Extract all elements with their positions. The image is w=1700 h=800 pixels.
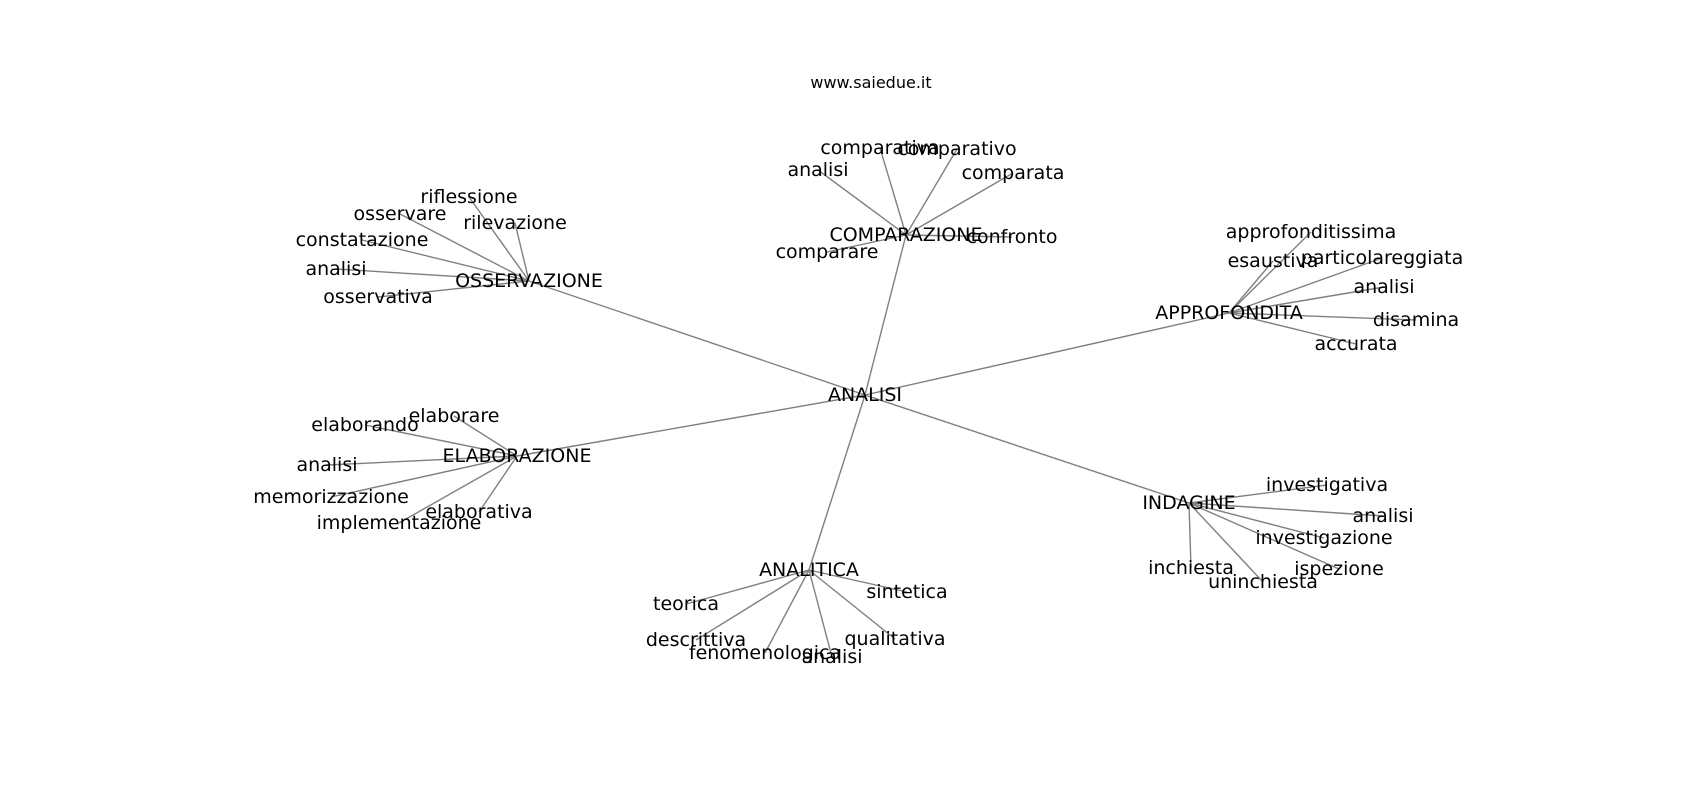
edge-branch-to-leaf	[361, 239, 530, 282]
branch-node-label: COMPARAZIONE	[829, 224, 982, 246]
edge-branch-to-leaf	[1228, 286, 1385, 314]
root-node-label: ANALISI	[828, 384, 902, 406]
edge-branch-to-leaf	[453, 415, 518, 457]
leaf-node-label: particolareggiata	[1301, 247, 1463, 269]
leaf-node-label: elaborando	[311, 414, 418, 436]
edge-branch-to-leaf	[330, 455, 518, 498]
edge-branch-to-leaf	[1228, 257, 1383, 314]
leaf-node-label: fenomenologica	[689, 642, 841, 664]
edge-branch-to-leaf	[478, 455, 518, 513]
leaf-node-label: analisi	[296, 454, 357, 476]
edge-branch-to-leaf	[1228, 312, 1357, 345]
leaf-node-label: approfonditissima	[1226, 221, 1396, 243]
leaf-node-label: investigativa	[1266, 474, 1388, 496]
leaf-node-label: rilevazione	[463, 212, 567, 234]
edge-branch-to-leaf	[826, 234, 907, 253]
edge-branch-to-leaf	[377, 280, 530, 298]
edge-branch-to-leaf	[685, 569, 810, 605]
edge-branch-to-leaf	[1188, 502, 1264, 583]
edge-root-to-branch	[864, 234, 907, 396]
edges-layer	[326, 147, 1417, 658]
leaf-node-label: analisi	[1352, 505, 1413, 527]
leaf-node-label: analisi	[305, 258, 366, 280]
edge-branch-to-leaf	[468, 196, 530, 282]
leaf-node-label: analisi	[787, 159, 848, 181]
leaf-node-label: memorizzazione	[253, 486, 409, 508]
edge-branch-to-leaf	[808, 569, 908, 593]
leaf-node-label: analisi	[1353, 276, 1414, 298]
leaf-node-label: disamina	[1373, 309, 1459, 331]
leaf-node-label: descrittiva	[646, 629, 746, 651]
edge-root-to-branch	[864, 394, 1190, 504]
leaf-node-label: inchiesta	[1148, 557, 1234, 579]
edge-branch-to-leaf	[808, 569, 896, 640]
edge-branch-to-leaf	[1228, 312, 1417, 321]
leaf-node-label: comparare	[776, 241, 879, 263]
edge-branch-to-leaf	[808, 569, 833, 658]
edge-branch-to-leaf	[335, 268, 530, 282]
edge-branch-to-leaf	[398, 455, 518, 524]
leaf-node-label: osservativa	[323, 286, 432, 308]
edge-branch-to-leaf	[905, 148, 958, 236]
edge-branch-to-leaf	[1228, 260, 1274, 314]
edge-branch-to-leaf	[1188, 502, 1192, 569]
leaf-node-label: elaborare	[409, 405, 500, 427]
branch-node-label: OSSERVAZIONE	[455, 270, 603, 292]
leaf-node-label: implementazione	[317, 512, 482, 534]
edge-branch-to-leaf	[695, 569, 810, 641]
edge-branch-to-leaf	[905, 172, 1014, 236]
edge-root-to-branch	[864, 312, 1230, 396]
leaf-node-label: teorica	[653, 593, 719, 615]
edge-root-to-branch	[516, 394, 866, 457]
leaf-node-label: riflessione	[420, 186, 517, 208]
branch-node-label: ANALITICA	[759, 559, 859, 581]
leaf-node-label: accurata	[1314, 333, 1397, 355]
leaf-node-label: uninchiesta	[1208, 571, 1318, 593]
leaf-node-label: qualitativa	[844, 628, 945, 650]
site-title: www.saiedue.it	[810, 73, 931, 92]
leaf-node-label: osservare	[354, 203, 447, 225]
leaf-node-label: elaborativa	[425, 501, 532, 523]
edge-branch-to-leaf	[1188, 502, 1340, 570]
edge-branch-to-leaf	[326, 455, 518, 466]
edge-branch-to-leaf	[1228, 231, 1312, 314]
edge-root-to-branch	[808, 394, 866, 571]
edge-branch-to-leaf	[905, 234, 1013, 238]
leaf-node-label: ispezione	[1294, 558, 1384, 580]
edge-branch-to-leaf	[399, 213, 530, 282]
edge-branch-to-leaf	[364, 424, 518, 457]
leaf-node-label: constatazione	[296, 229, 429, 251]
leaf-node-label: comparativa	[820, 137, 939, 159]
leaf-node-label: investigazione	[1255, 527, 1392, 549]
leaf-node-label: confronto	[967, 226, 1058, 248]
edge-branch-to-leaf	[1188, 502, 1325, 539]
leaf-node-label: comparativo	[897, 138, 1016, 160]
branch-node-label: INDAGINE	[1142, 492, 1235, 514]
leaf-node-label: esaustiva	[1228, 250, 1319, 272]
edge-branch-to-leaf	[817, 169, 907, 236]
leaf-node-label: sintetica	[866, 581, 947, 603]
edge-branch-to-leaf	[514, 222, 530, 282]
branch-node-label: ELABORAZIONE	[443, 445, 592, 467]
edge-branch-to-leaf	[1188, 502, 1384, 517]
branch-node-label: APPROFONDITA	[1155, 302, 1303, 324]
edge-branch-to-leaf	[764, 569, 810, 654]
leaf-node-label: comparata	[962, 162, 1065, 184]
leaf-node-label: analisi	[801, 646, 862, 668]
edge-root-to-branch	[528, 280, 866, 396]
edge-branch-to-leaf	[879, 147, 907, 236]
edge-branch-to-leaf	[1188, 484, 1328, 504]
